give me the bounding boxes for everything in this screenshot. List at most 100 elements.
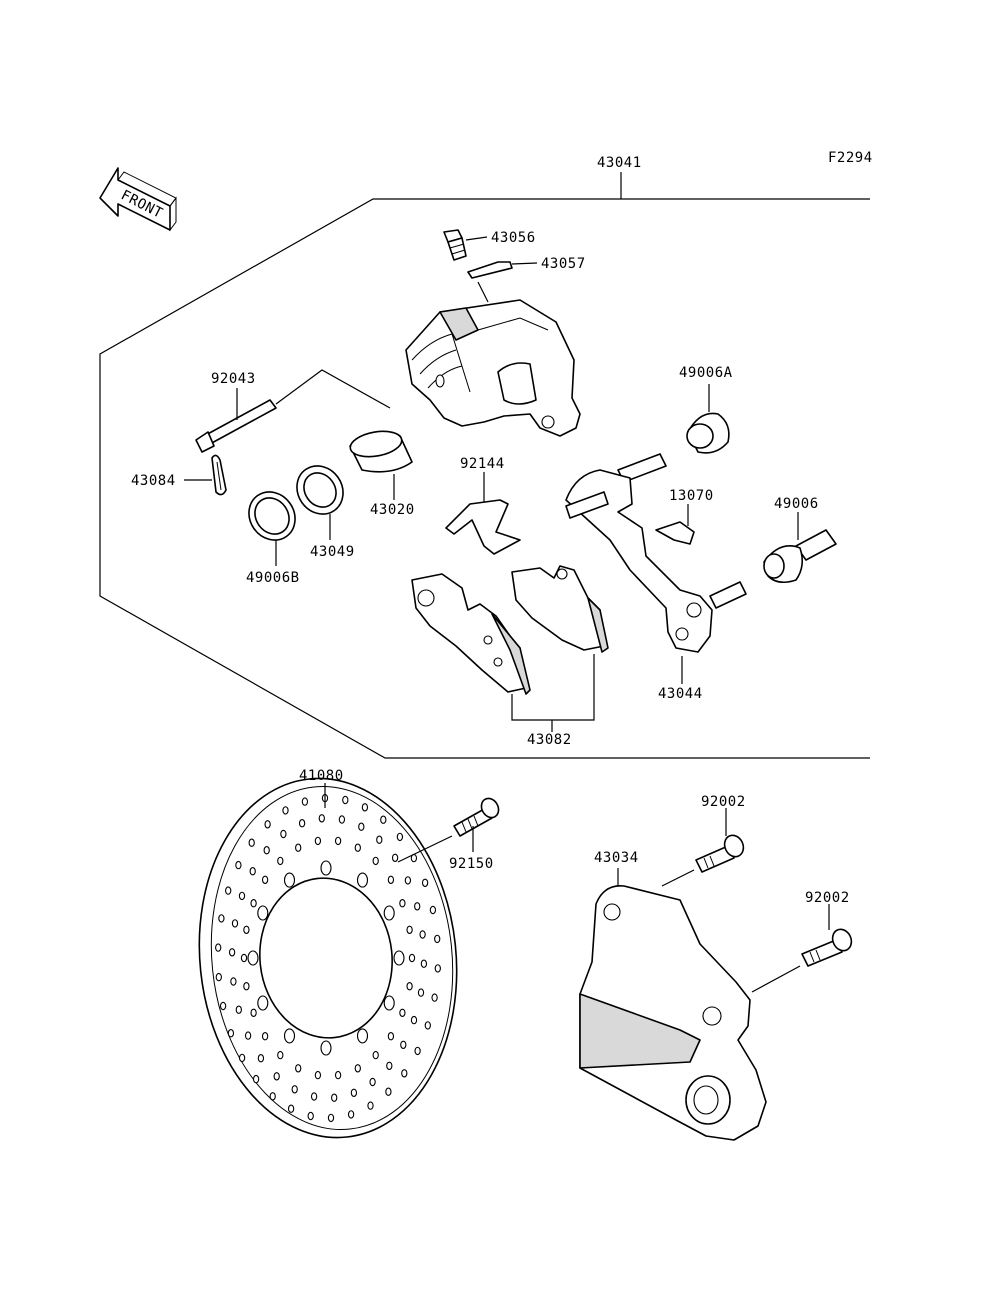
disc-vent-hole	[287, 1104, 295, 1113]
disc-vent-hole	[327, 1113, 335, 1123]
disc-vent-hole	[269, 1092, 276, 1101]
disc-bolt-icon	[397, 797, 500, 863]
disc-mount-hole	[356, 1028, 369, 1044]
disc-vent-hole	[215, 943, 222, 952]
disc-vent-hole	[295, 843, 302, 852]
disc-vent-hole	[408, 953, 416, 963]
disc-vent-hole	[347, 1110, 355, 1119]
disc-vent-hole	[263, 846, 270, 855]
disc-mount-hole	[247, 950, 259, 966]
disc-vent-hole	[314, 836, 322, 846]
disc-vent-hole	[231, 919, 239, 928]
disc-vent-hole	[369, 1077, 376, 1087]
seal-outer-icon	[248, 491, 296, 566]
disc-vent-hole	[410, 1015, 418, 1025]
disc-vent-hole	[261, 1032, 269, 1041]
disc-vent-hole	[406, 925, 413, 934]
disc-vent-hole	[280, 829, 287, 839]
disc-vent-hole	[376, 835, 383, 844]
seal-inner-icon	[296, 465, 344, 540]
disc-vent-hole	[261, 875, 269, 884]
disc-vent-hole	[434, 964, 441, 973]
disc-vent-hole	[252, 1074, 260, 1084]
disc-mount-hole	[257, 905, 269, 921]
label-cotter-pin: 43084	[131, 473, 176, 489]
disc-mount-hole	[383, 995, 395, 1011]
label-disc-bolt: 92150	[449, 856, 494, 872]
brake-disc-icon	[198, 777, 458, 1139]
label-boot: 49006	[774, 496, 819, 512]
disc-vent-hole	[414, 902, 421, 911]
disc-vent-hole	[277, 1050, 284, 1060]
disc-vent-hole	[367, 1101, 374, 1110]
label-bolt-lower: 92002	[805, 890, 850, 906]
disc-vent-hole	[424, 1021, 431, 1030]
assembly-outline	[99, 172, 870, 759]
brake-pad-inner-icon	[511, 565, 609, 653]
bleeder-valve-icon	[443, 229, 488, 261]
disc-mount-hole	[320, 1040, 332, 1056]
disc-vent-hole	[419, 930, 426, 939]
caliper-body-icon	[405, 281, 581, 437]
disc-vent-hole	[238, 1053, 246, 1063]
disc-holes	[215, 793, 441, 1123]
holder-icon	[565, 453, 747, 684]
disc-vent-hole	[429, 905, 437, 915]
disc-vent-hole	[218, 914, 225, 923]
clip-icon	[655, 504, 695, 545]
label-clip: 13070	[669, 488, 714, 504]
disc-vent-hole	[248, 838, 255, 847]
disc-vent-hole	[291, 1085, 298, 1094]
disc-mount-hole	[393, 950, 405, 966]
label-assembly: 43041	[597, 155, 642, 171]
cotter-pin-icon	[184, 454, 227, 496]
disc-vent-hole	[399, 899, 406, 908]
disc-vent-hole	[273, 1072, 280, 1081]
disc-vent-hole	[331, 1093, 338, 1102]
bracket-icon	[579, 868, 767, 1141]
disc-vent-hole	[227, 1029, 235, 1038]
disc-vent-hole	[243, 925, 250, 934]
disc-vent-hole	[414, 1046, 421, 1056]
disc-vent-hole	[372, 1050, 379, 1060]
disc-vent-hole	[386, 1061, 393, 1070]
disc-vent-hole	[298, 819, 306, 828]
disc-vent-hole	[434, 934, 441, 944]
disc-vent-hole	[400, 1040, 407, 1049]
label-boot-a: 49006A	[679, 365, 733, 381]
label-pads: 43082	[527, 732, 572, 748]
disc-vent-hole	[295, 1064, 302, 1073]
disc-vent-hole	[399, 1008, 406, 1017]
disc-vent-hole	[380, 815, 387, 824]
disc-vent-hole	[350, 1088, 358, 1097]
disc-vent-hole	[396, 832, 404, 842]
disc-vent-hole	[244, 1031, 252, 1040]
disc-mount-hole	[283, 872, 296, 888]
bolt-lower-icon	[751, 904, 853, 993]
label-bleeder-valve: 43056	[491, 230, 536, 246]
disc-vent-hole	[334, 1070, 342, 1080]
disc-vent-hole	[391, 853, 399, 862]
disc-vent-hole	[264, 820, 271, 829]
disc-vent-hole	[404, 876, 412, 885]
label-seal-outer: 49006B	[246, 570, 300, 586]
disc-vent-hole	[406, 982, 413, 991]
label-spring: 92144	[460, 456, 505, 472]
disc-vent-hole	[314, 1070, 322, 1080]
label-pin: 92043	[211, 371, 256, 387]
disc-vent-hole	[334, 836, 342, 846]
label-bracket: 43034	[594, 850, 639, 866]
disc-mount-hole	[283, 1028, 296, 1044]
label-disc: 41080	[299, 768, 344, 784]
disc-vent-hole	[235, 1005, 242, 1014]
disc-vent-hole	[310, 1092, 318, 1101]
label-piston: 43020	[370, 502, 415, 518]
disc-vent-hole	[215, 972, 222, 982]
pads-leader	[511, 654, 595, 732]
disc-vent-hole	[282, 806, 289, 815]
bolt-upper-icon	[661, 808, 745, 887]
disc-vent-hole	[361, 803, 369, 812]
label-holder: 43044	[658, 686, 703, 702]
piston-icon	[349, 430, 413, 500]
disc-mount-hole	[257, 995, 269, 1011]
